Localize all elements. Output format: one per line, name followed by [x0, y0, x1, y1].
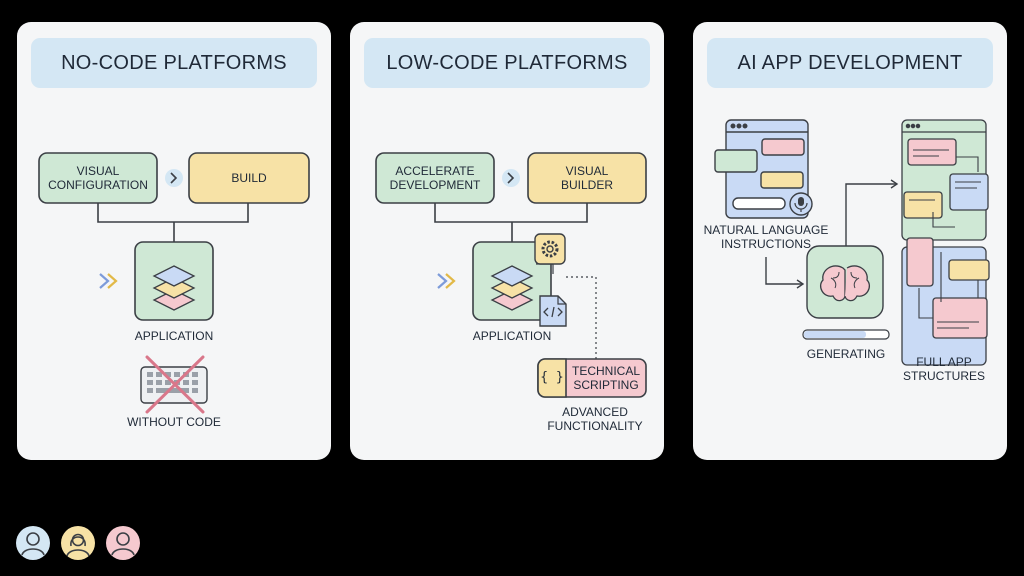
- accelerate-development-box: ACCELERATE DEVELOPMENT: [389, 164, 481, 192]
- double-chevron-icon: [437, 273, 456, 289]
- microphone-icon: [789, 192, 813, 216]
- low-code-panel: LOW-CODE PLATFORMS: [350, 22, 664, 460]
- application-label: APPLICATION: [472, 329, 552, 343]
- chevron-right-icon: [165, 169, 183, 187]
- ai-app-diagram: [714, 119, 990, 366]
- user-icon: [66, 533, 90, 557]
- braces-icon: { }: [540, 370, 564, 385]
- layers-icon: [490, 265, 534, 311]
- user-icon: [21, 532, 45, 556]
- advanced-functionality-label: ADVANCED FUNCTIONALITY: [547, 405, 643, 433]
- visual-builder-box: VISUAL BUILDER: [560, 164, 613, 192]
- build-box: BUILD: [231, 171, 267, 185]
- user-avatar-1[interactable]: [16, 526, 50, 560]
- chevron-right-icon: [502, 169, 520, 187]
- double-chevron-icon: [99, 273, 118, 289]
- generating-label: GENERATING: [806, 347, 886, 361]
- natural-language-label: NATURAL LANGUAGE INSTRUCTIONS: [703, 223, 829, 251]
- gear-icon: [534, 233, 566, 265]
- without-code-label: WITHOUT CODE: [127, 415, 221, 429]
- keyboard-icon: [140, 355, 208, 414]
- user-avatar-3[interactable]: [106, 526, 140, 560]
- no-code-diagram: [38, 152, 310, 414]
- chat-window-icon: [714, 119, 809, 219]
- full-app-structures-label: FULL APP STRUCTURES: [902, 355, 985, 383]
- user-avatar-2[interactable]: [61, 526, 95, 560]
- low-code-diagram: [375, 152, 647, 398]
- technical-scripting-label: TECHNICAL SCRIPTING: [571, 364, 640, 392]
- code-file-icon: [539, 295, 567, 327]
- visual-configuration-box: VISUAL CONFIGURATION: [48, 164, 148, 192]
- app-screens-icon: [901, 119, 990, 366]
- panel-title: NO-CODE PLATFORMS: [31, 38, 317, 88]
- user-icon: [111, 532, 135, 556]
- panel-title: AI APP DEVELOPMENT: [707, 38, 993, 88]
- layers-icon: [152, 265, 196, 311]
- application-label: APPLICATION: [134, 329, 214, 343]
- brain-icon: [806, 245, 884, 319]
- no-code-panel: NO-CODE PLATFORMS: [17, 22, 331, 460]
- panel-title: LOW-CODE PLATFORMS: [364, 38, 650, 88]
- progress-bar: [802, 329, 890, 340]
- ai-app-panel: AI APP DEVELOPMENT: [693, 22, 1007, 460]
